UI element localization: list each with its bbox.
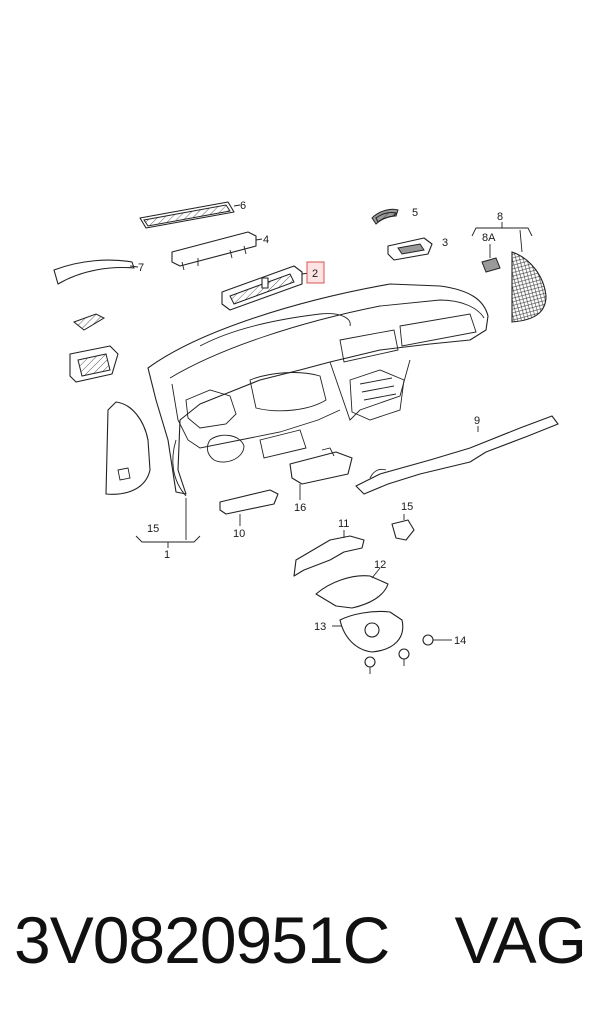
part-10-cover (219, 489, 279, 515)
callout-15-right: 15 (401, 501, 413, 513)
callout-12: 12 (374, 559, 386, 571)
callout-2: 2 (312, 268, 318, 280)
screw-a (398, 648, 410, 666)
part-13-column-shroud-lower (339, 610, 404, 653)
part-8a-clip (481, 257, 501, 273)
callout-7: 7 (138, 262, 144, 274)
part-8-side-grille (511, 251, 547, 323)
callout-4: 4 (263, 234, 269, 246)
part-16-cover (289, 447, 353, 485)
part-5-vent-right-small (371, 208, 399, 225)
part-4-defrost-panel (171, 231, 263, 271)
side-vent-left (69, 345, 119, 383)
callout-1: 1 (164, 549, 170, 561)
part-14-screw (422, 634, 444, 646)
brand-name: VAG (454, 903, 587, 977)
callout-5: 5 (412, 207, 418, 219)
callout-15-left: 15 (147, 523, 159, 535)
callout-11: 11 (338, 518, 349, 530)
caption-bar: 3V0820951C VAG (0, 890, 600, 990)
callout-2-highlight (306, 261, 325, 284)
callout-8a: 8A (482, 232, 496, 244)
parts-diagram: 6 4 7 2 5 3 8 8A 9 16 10 15 15 1 11 12 1… (53, 200, 559, 674)
part-15-clip (391, 519, 415, 541)
part-11-column-trim-upper (293, 535, 365, 577)
part-6-vent-strip (139, 201, 241, 229)
part-12-column-shroud-upper (315, 575, 389, 609)
left-side-panel (105, 401, 151, 495)
part-2-center-vent (221, 265, 310, 311)
callout-16: 16 (294, 502, 306, 514)
part-9-long-trim (355, 415, 559, 495)
callout-14: 14 (454, 635, 466, 647)
screw-b (364, 656, 376, 674)
callout-10: 10 (233, 528, 245, 540)
part-3-vent-right (387, 237, 433, 261)
side-vent-small (72, 313, 106, 331)
part-7-trim-strip (53, 259, 139, 285)
callout-6: 6 (240, 200, 246, 212)
callout-13: 13 (314, 621, 326, 633)
callout-3: 3 (442, 237, 448, 249)
part-1-dashboard (147, 283, 489, 497)
part-number: 3V0820951C (14, 903, 390, 977)
callout-9: 9 (474, 415, 480, 427)
callout-8: 8 (497, 211, 503, 223)
leader-lines (135, 222, 533, 641)
